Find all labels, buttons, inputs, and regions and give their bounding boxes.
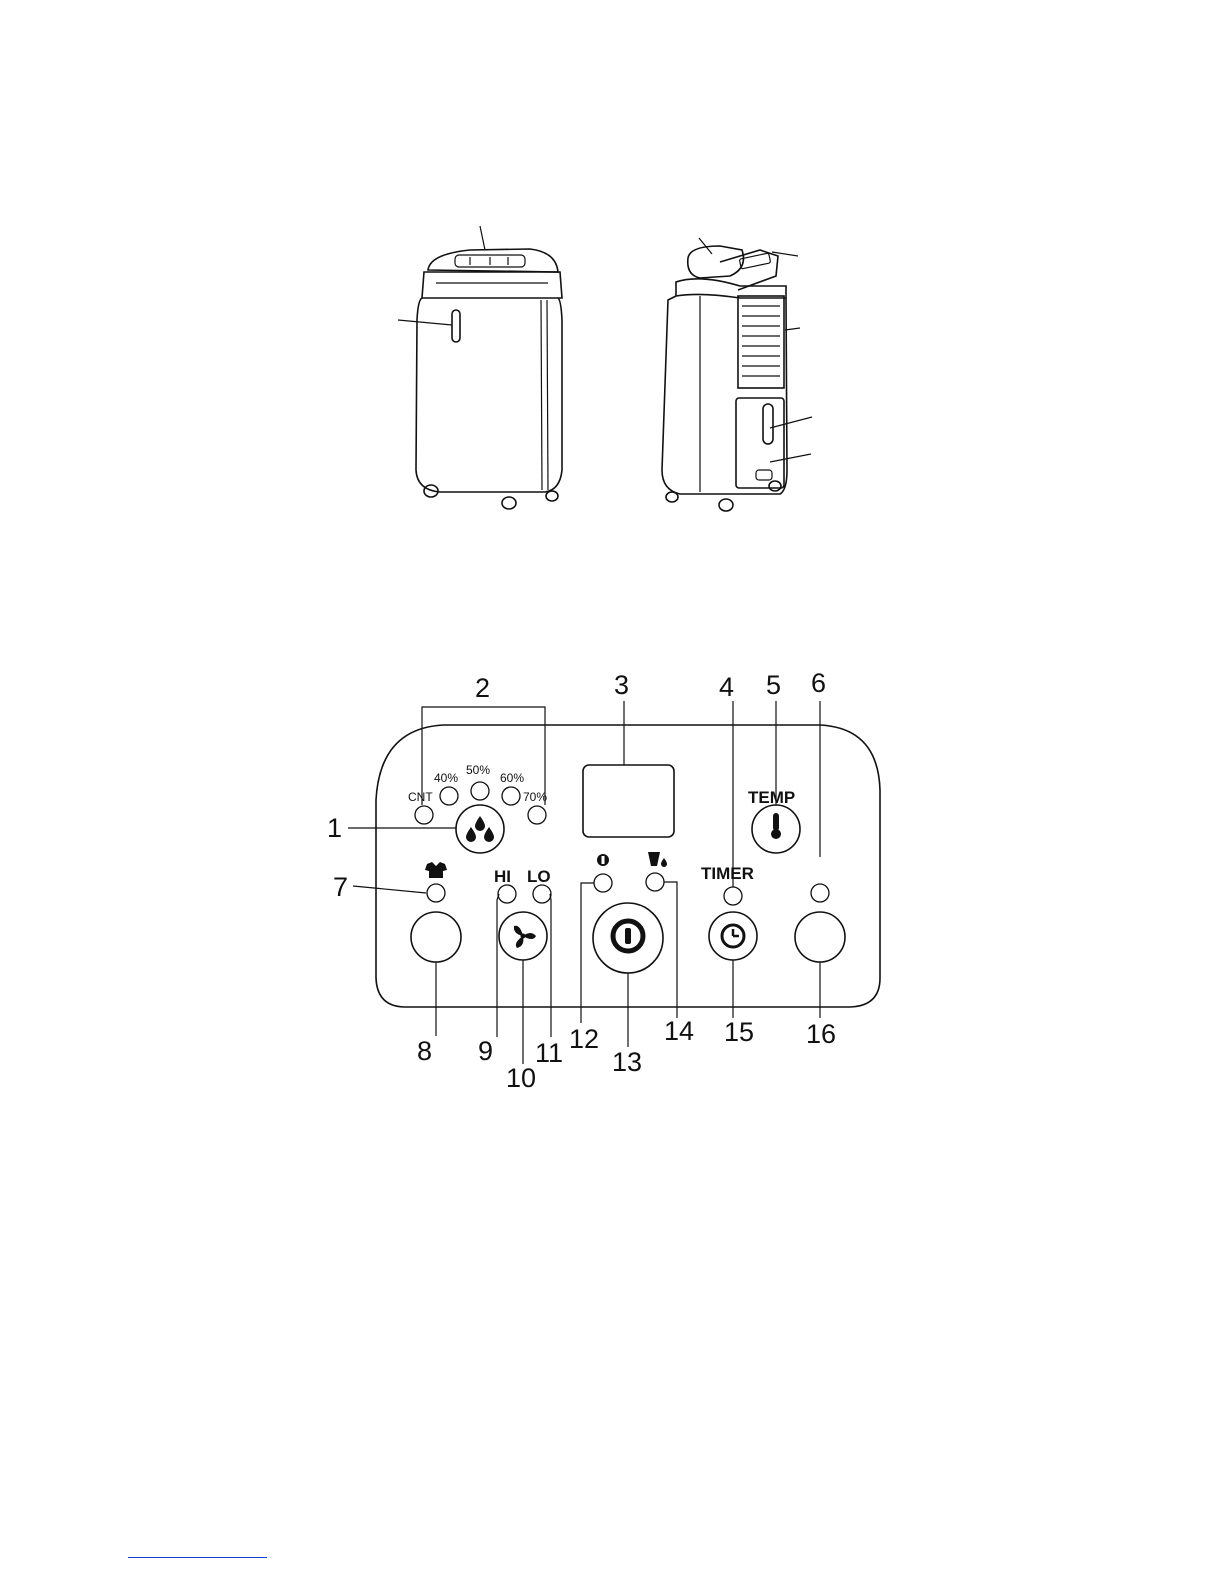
callout-16: 16 <box>806 1019 836 1049</box>
led-fan-hi <box>498 885 516 903</box>
control-panel-diagram: CNT 40% 50% 60% 70% TEMP <box>327 668 880 1093</box>
power-button[interactable] <box>593 903 663 973</box>
humidity-option-cnt: CNT <box>408 790 433 804</box>
led-cnt <box>415 806 433 824</box>
led-50 <box>471 782 489 800</box>
callout-3: 3 <box>614 670 629 700</box>
callout-13: 13 <box>612 1047 642 1077</box>
humidity-button[interactable] <box>456 805 504 853</box>
callout-7: 7 <box>333 872 348 902</box>
callout-11: 11 <box>535 1038 563 1068</box>
callout-1: 1 <box>327 813 342 843</box>
callout-2: 2 <box>475 673 490 703</box>
led-right <box>811 884 829 902</box>
callout-10: 10 <box>506 1063 536 1093</box>
callout-6: 6 <box>811 668 826 698</box>
callout-12: 12 <box>569 1024 599 1054</box>
display-screen <box>583 765 674 837</box>
back-grille <box>742 306 780 376</box>
temp-button[interactable] <box>752 805 800 853</box>
fan-button[interactable] <box>499 912 547 960</box>
right-button[interactable] <box>795 912 845 962</box>
timer-button[interactable] <box>709 912 757 960</box>
fan-hi-label: HI <box>494 867 511 886</box>
humidity-option-40: 40% <box>434 771 458 785</box>
laundry-shirt-icon <box>425 862 447 878</box>
led-70 <box>528 806 546 824</box>
temp-label: TEMP <box>748 788 795 807</box>
humidity-option-50: 50% <box>466 763 490 777</box>
clock-icon <box>722 925 744 947</box>
timer-label: TIMER <box>701 864 754 883</box>
led-timer <box>724 887 742 905</box>
led-40 <box>440 787 458 805</box>
product-rear-view <box>662 238 812 511</box>
callout-9: 9 <box>478 1036 493 1066</box>
fan-lo-label: LO <box>527 867 551 886</box>
callout-15: 15 <box>724 1017 754 1047</box>
callout-5: 5 <box>766 670 781 700</box>
humidity-option-60: 60% <box>500 771 524 785</box>
led-fan-lo <box>533 885 551 903</box>
callout-4: 4 <box>719 672 734 702</box>
led-power <box>594 874 612 892</box>
power-indicator-icon <box>597 854 609 866</box>
footnote-separator <box>128 1557 267 1558</box>
callout-8: 8 <box>417 1036 432 1066</box>
led-60 <box>502 787 520 805</box>
tank-full-icon <box>648 852 667 867</box>
laundry-button[interactable] <box>411 912 461 962</box>
led-laundry <box>427 884 445 902</box>
led-tank-full <box>646 873 664 891</box>
callout-14: 14 <box>664 1016 694 1046</box>
humidity-option-70: 70% <box>523 790 547 804</box>
product-front-view <box>398 226 562 509</box>
